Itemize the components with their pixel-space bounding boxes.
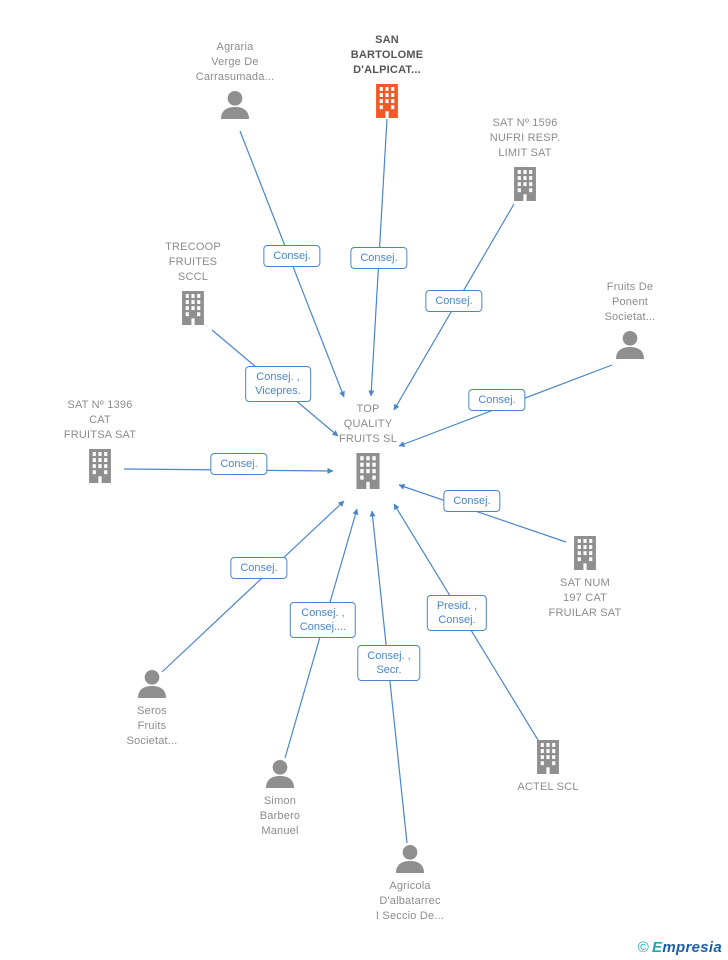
logo-initial: E — [652, 939, 663, 956]
copyright-icon: © — [637, 939, 650, 956]
person-icon — [264, 760, 296, 788]
building-icon — [510, 167, 540, 201]
node-san-bartolome-dalpicat[interactable]: SAN BARTOLOME D'ALPICAT... — [321, 33, 453, 118]
edge-label-consej[interactable]: Consej. — [468, 389, 526, 411]
edge-label-consej-vicepres[interactable]: Consej. , Vicepres. — [245, 366, 311, 402]
edge-label-consej[interactable]: Consej. — [230, 557, 288, 579]
building-icon — [352, 453, 384, 489]
node-label: Simon Barbero Manuel — [259, 795, 301, 837]
node-label: SAT Nº 1596 NUFRI RESP. LIMIT SAT — [489, 117, 561, 159]
node-trecoop-fruites-sccl[interactable]: TRECOOP FRUITES SCCL — [127, 240, 259, 325]
building-icon — [178, 291, 208, 325]
node-label: ACTEL SCL — [517, 781, 579, 793]
node-sat-1596-nufri[interactable]: SAT Nº 1596 NUFRI RESP. LIMIT SAT — [459, 116, 591, 201]
person-icon — [136, 670, 168, 698]
node-label: Seros Fruits Societat... — [126, 705, 178, 747]
building-icon — [533, 740, 563, 774]
node-seros-fruits[interactable]: Seros Fruits Societat... — [86, 670, 218, 749]
node-sat-num-197-fruilar[interactable]: SAT NUM 197 CAT FRUILAR SAT — [519, 536, 651, 621]
node-simon-barbero-manuel[interactable]: Simon Barbero Manuel — [214, 760, 346, 839]
node-label: Agricola D'albatarrec I Seccio De... — [375, 880, 445, 922]
edge-line — [161, 500, 345, 673]
node-label: SAT Nº 1396 CAT FRUITSA SAT — [63, 399, 137, 441]
person-icon — [394, 845, 426, 873]
edge-label-consej[interactable]: Consej. — [350, 247, 408, 269]
node-agricola-albatarrec[interactable]: Agricola D'albatarrec I Seccio De... — [344, 845, 476, 924]
edge-label-consej[interactable]: Consej. — [210, 453, 268, 475]
edge-label-consej[interactable]: Consej. — [263, 245, 321, 267]
node-top-quality-fruits[interactable]: TOP QUALITY FRUITS SL — [302, 402, 434, 489]
building-icon — [85, 449, 115, 483]
edge-label-consej-consej[interactable]: Consej. , Consej.... — [289, 602, 357, 638]
node-label: SAT NUM 197 CAT FRUILAR SAT — [548, 577, 622, 619]
node-label: TOP QUALITY FRUITS SL — [338, 403, 398, 445]
person-icon — [614, 331, 646, 359]
node-fruits-de-ponent[interactable]: Fruits De Ponent Societat... — [564, 280, 696, 359]
node-label: Agraria Verge De Carrasumada... — [195, 41, 275, 83]
building-icon — [372, 84, 402, 118]
edge-label-consej-secr[interactable]: Consej. , Secr. — [357, 645, 421, 681]
edge-label-presid-consej[interactable]: Presid. , Consej. — [426, 595, 488, 631]
node-label: Fruits De Ponent Societat... — [604, 281, 656, 323]
logo-text: mpresia — [662, 939, 722, 956]
edge-label-consej[interactable]: Consej. — [425, 290, 483, 312]
person-icon — [219, 91, 251, 119]
empresia-logo[interactable]: ©Empresia — [638, 939, 722, 956]
node-sat-1396-cat-fruitsa[interactable]: SAT Nº 1396 CAT FRUITSA SAT — [34, 398, 166, 483]
edge-label-consej[interactable]: Consej. — [443, 490, 501, 512]
node-label: TRECOOP FRUITES SCCL — [165, 241, 221, 283]
node-agraria-verge-de-carrasumada[interactable]: Agraria Verge De Carrasumada... — [169, 40, 301, 119]
building-icon — [570, 536, 600, 570]
node-actel-scl[interactable]: ACTEL SCL — [482, 740, 614, 795]
node-label: SAN BARTOLOME D'ALPICAT... — [350, 34, 424, 76]
